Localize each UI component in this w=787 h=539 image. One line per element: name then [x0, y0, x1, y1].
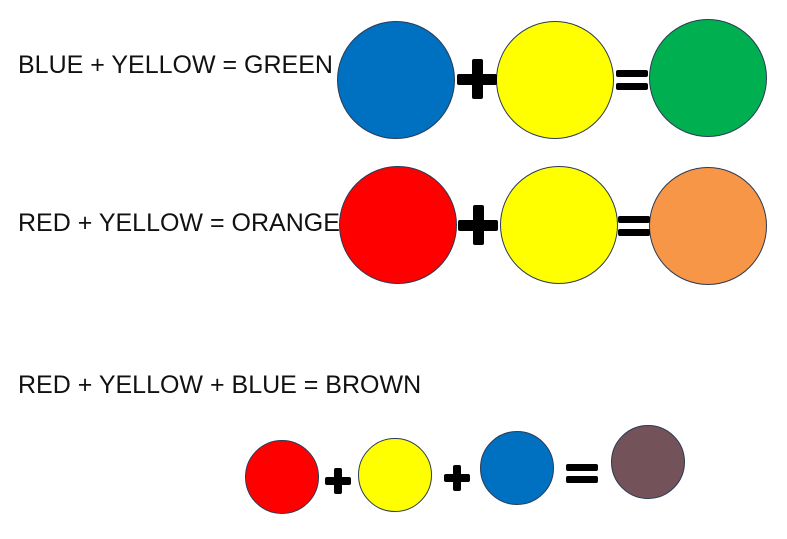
equals-icon	[566, 463, 598, 483]
equation-label-red-yellow-orange: RED + YELLOW = ORANGE	[18, 209, 340, 237]
input-yellow-circle	[496, 21, 614, 139]
equals-icon	[616, 70, 648, 90]
result-brown-circle	[611, 425, 685, 499]
equation-label-red-yellow-blue-brown: RED + YELLOW + BLUE = BROWN	[18, 371, 422, 399]
input-blue-circle	[480, 431, 554, 505]
result-orange-circle	[649, 167, 767, 285]
input-yellow-circle	[358, 438, 432, 512]
equation-label-blue-yellow-green: BLUE + YELLOW = GREEN	[18, 51, 333, 79]
plus-icon	[444, 465, 470, 491]
plus-icon	[457, 59, 497, 99]
equals-icon	[618, 216, 650, 236]
result-green-circle	[649, 19, 767, 137]
input-red-circle	[339, 166, 457, 284]
plus-icon	[458, 205, 498, 245]
input-yellow-circle	[500, 166, 618, 284]
plus-icon	[325, 468, 351, 494]
input-blue-circle	[337, 21, 455, 139]
input-red-circle	[245, 440, 319, 514]
